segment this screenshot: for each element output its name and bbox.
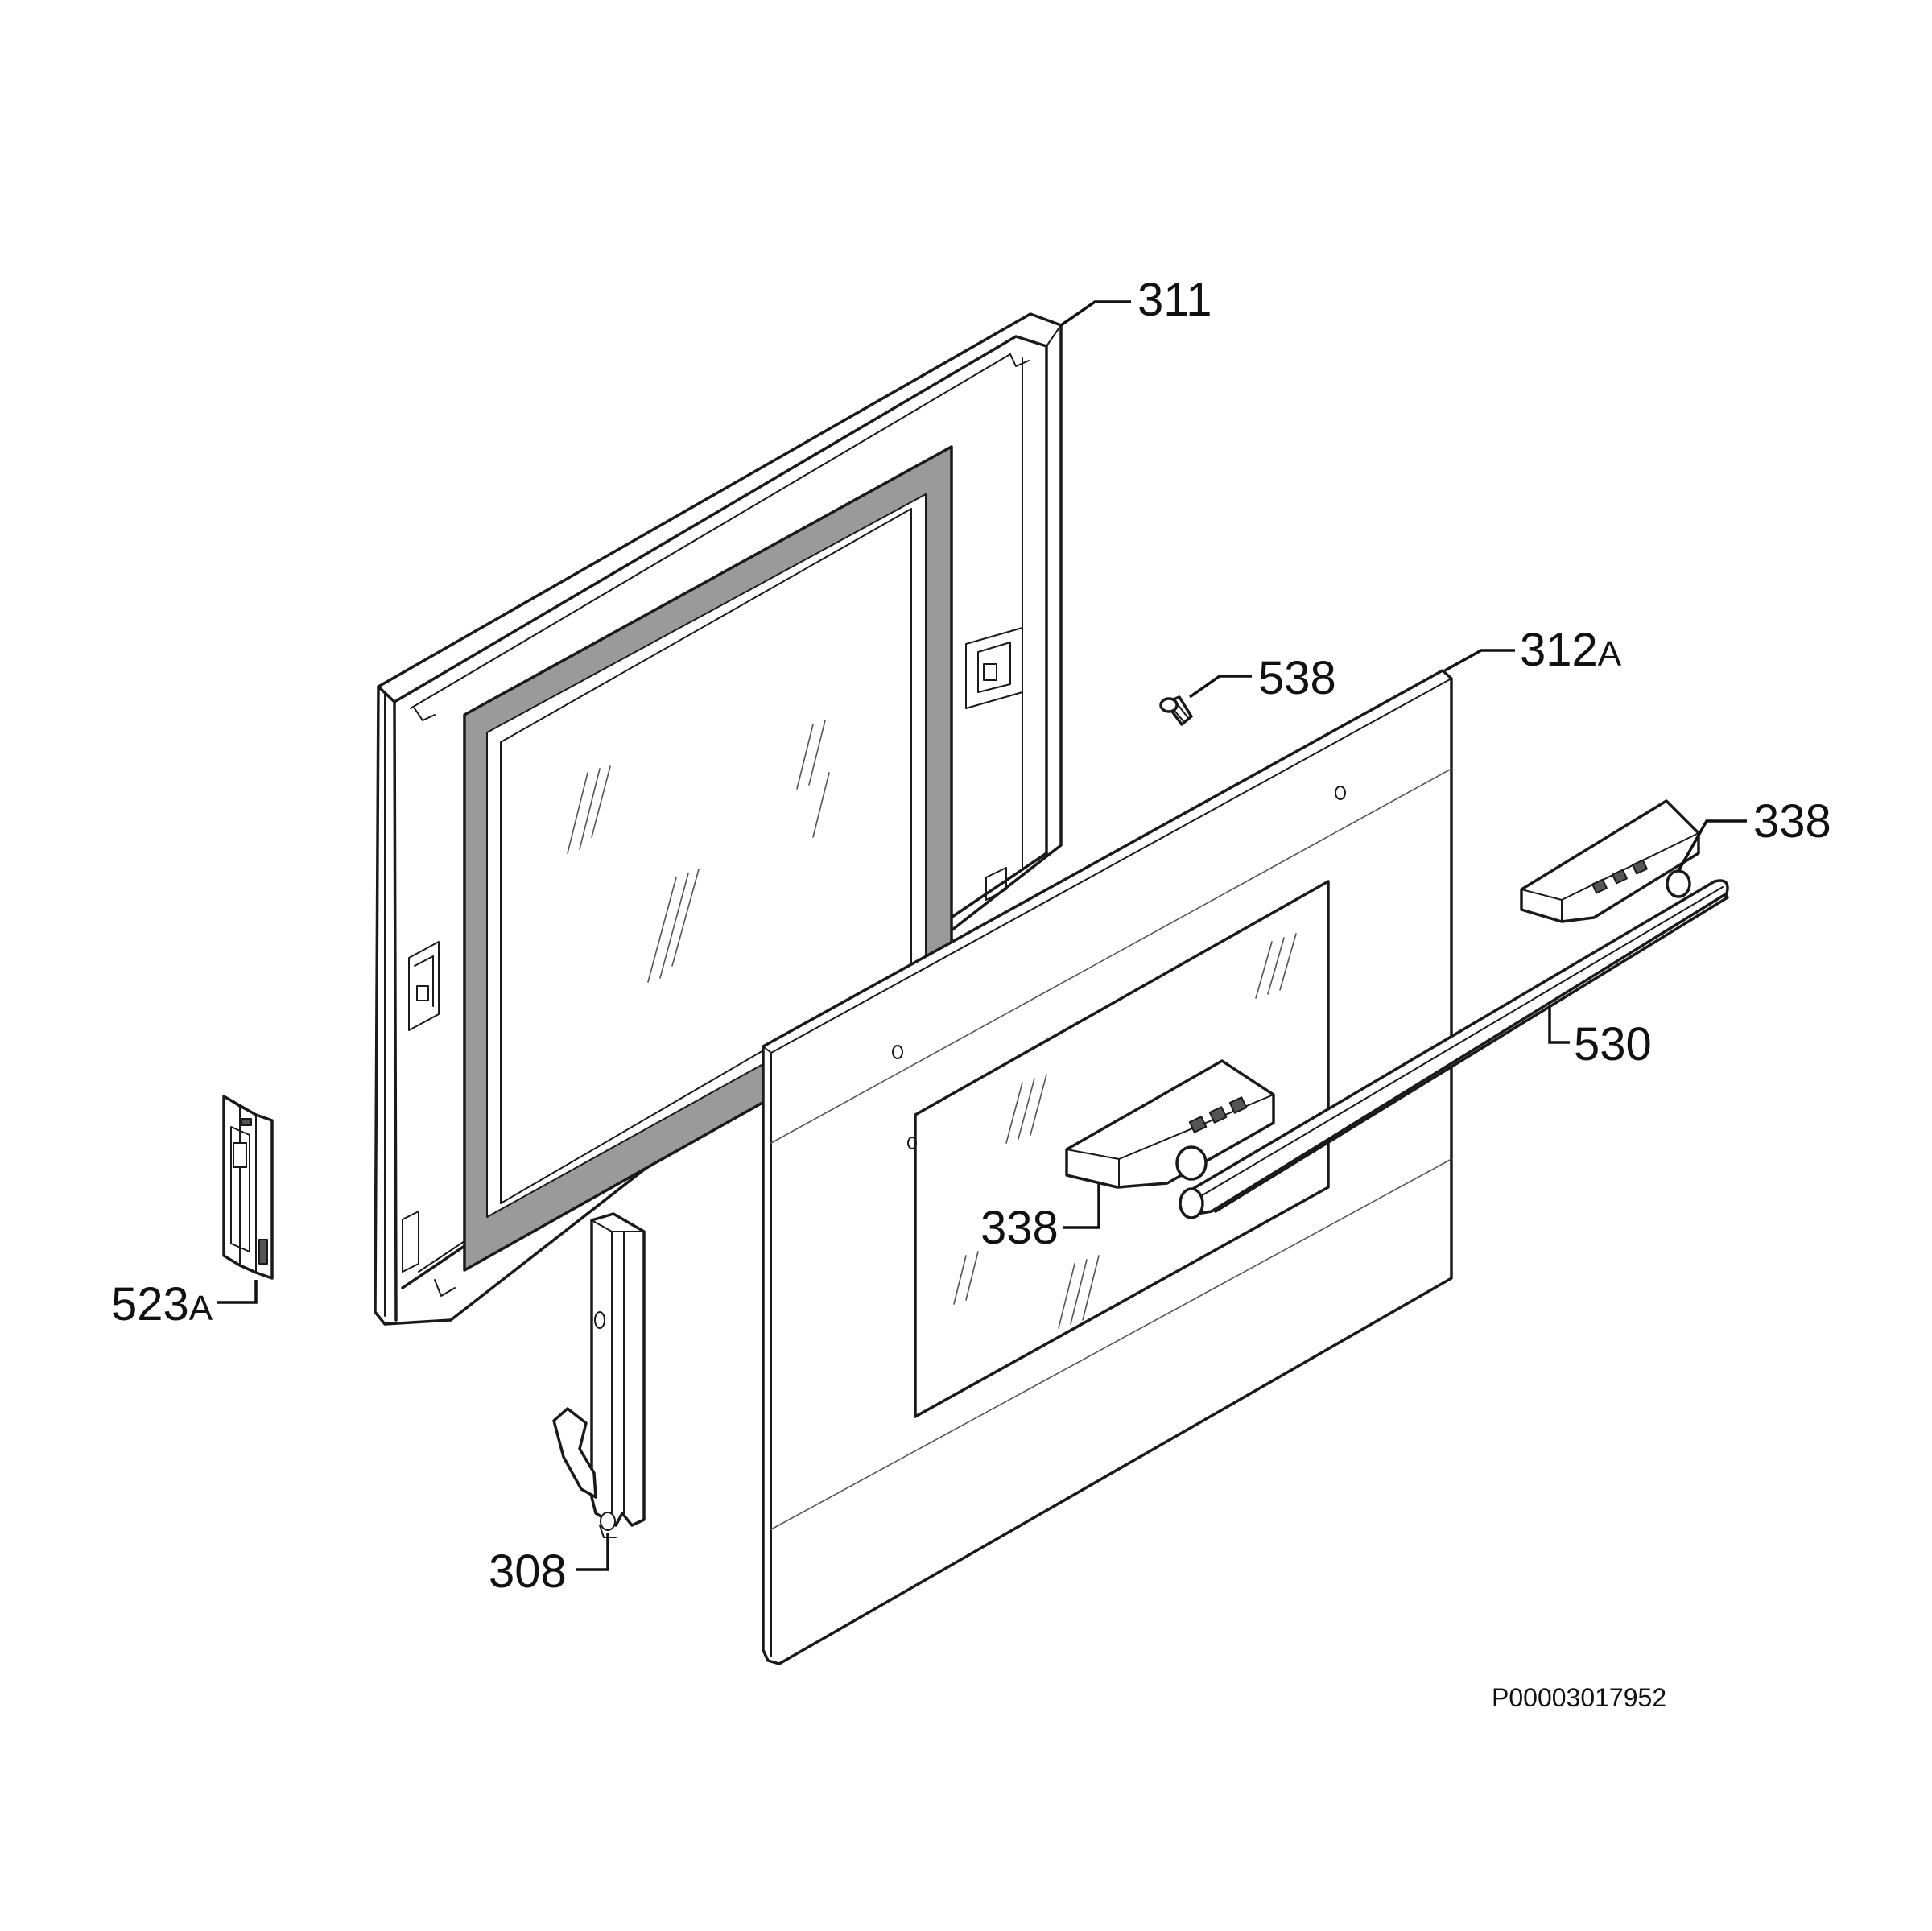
handle-bracket-338-center [1065,1059,1275,1189]
hinge-308 [552,1212,646,1538]
leader-338-right [1677,819,1747,872]
callout-leaders [217,300,1747,1571]
handle-bracket-338-right [1520,799,1700,923]
leader-312a [1444,649,1515,672]
callout-530: 530 [1574,1018,1652,1071]
callout-338-center: 338 [980,1202,1059,1254]
leader-530 [1548,1006,1570,1044]
callout-312a: 312A [1520,624,1622,676]
callout-538: 538 [1258,652,1336,704]
callout-523a: 523A [111,1278,213,1331]
leader-308 [576,1533,609,1571]
handle-bar-530 [1179,879,1729,1219]
callout-labels: 311 538 312A 338 530 338 523A 308 P00003… [111,274,1831,1712]
leader-311 [1060,300,1131,327]
leader-538 [1188,675,1252,699]
reference-code: P00003017952 [1492,1683,1666,1712]
screw-538 [1159,695,1193,726]
callout-311: 311 [1137,274,1212,326]
leader-338-center [1063,1182,1100,1229]
callout-308: 308 [489,1545,567,1598]
callout-338-right: 338 [1753,795,1831,848]
latch-bracket-523a [222,1095,274,1280]
leader-523a [217,1280,258,1304]
